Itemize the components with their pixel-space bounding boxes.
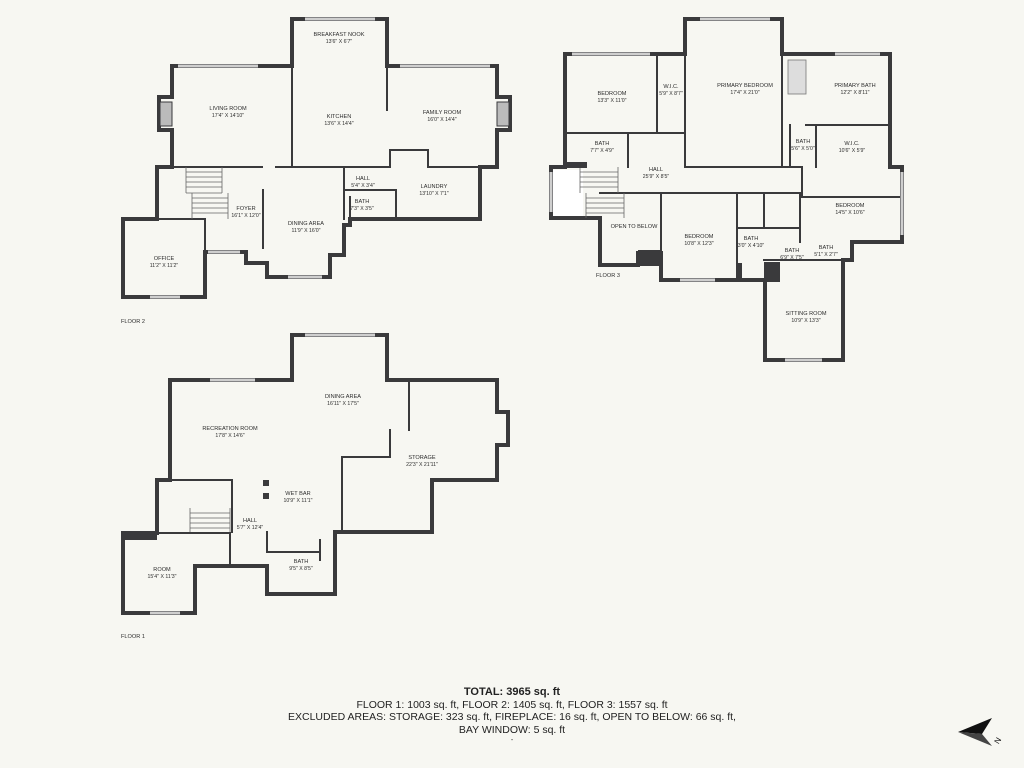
room-name-open-to-below: OPEN TO BELOW [611, 224, 658, 230]
room-dimensions: 14'5" X 10'6" [835, 210, 864, 216]
compass-label: N [993, 736, 1004, 746]
floor-label-2: FLOOR 2 [121, 319, 145, 325]
room-dimensions: 10'8" X 12'3" [684, 241, 713, 247]
summary-footnote: - [510, 737, 514, 744]
room-name-breakfast-nook: BREAKFAST NOOK [314, 32, 365, 38]
room-dimensions: 17'8" X 14'6" [215, 433, 244, 439]
room-dimensions: 13'6" X 6'7" [326, 39, 353, 45]
room-dimensions: 10'6" X 5'9" [839, 148, 866, 154]
room-dimensions: 13'10" X 7'1" [419, 191, 448, 197]
room-dimensions: 15'4" X 11'3" [148, 574, 177, 580]
room-name-recreation-room: RECREATION ROOM [202, 426, 258, 432]
area-summary: TOTAL: 3965 sq. ft FLOOR 1: 1003 sq. ft,… [250, 686, 774, 745]
room-name-family-room: FAMILY ROOM [423, 110, 462, 116]
room-name-kitchen: KITCHEN [327, 114, 352, 120]
room-name-bedroom: BEDROOM [598, 91, 627, 97]
room-dimensions: 16'1" X 12'0" [231, 213, 260, 219]
room-dimensions: 5'6" X 5'0" [791, 146, 815, 152]
room-name-primary-bedroom: PRIMARY BEDROOM [717, 83, 773, 89]
room-name-dining-area: DINING AREA [288, 221, 324, 227]
floor-1-plan [121, 333, 510, 615]
room-dimensions: 16'11" X 17'5" [327, 401, 359, 407]
room-name-hall: HALL [649, 167, 663, 173]
room-dimensions: 10'9" X 11'1" [284, 498, 313, 504]
room-name-sitting-room: SITTING ROOM [785, 311, 826, 317]
room-dimensions: 5'7" X 12'4" [237, 525, 264, 531]
room-dimensions: 11'2" X 11'2" [150, 263, 179, 269]
room-name-foyer: FOYER [236, 206, 255, 212]
room-name-office: OFFICE [154, 256, 175, 262]
north-arrow-icon: N [958, 718, 1004, 746]
room-dimensions: 9'5" X 8'5" [289, 566, 313, 572]
floor-2-plan [121, 17, 512, 299]
room-name-bedroom: BEDROOM [836, 203, 865, 209]
room-name-wet-bar: WET BAR [285, 491, 310, 497]
room-name-bath: BATH [595, 141, 610, 147]
room-name-bath: BATH [785, 248, 800, 254]
room-name-room: ROOM [153, 567, 171, 573]
room-name-laundry: LAUNDRY [421, 184, 448, 190]
room-dimensions: 5'9" X 8'7" [659, 91, 683, 97]
room-name-w-i-c: W.I.C. [844, 141, 860, 147]
room-name-w-i-c: W.I.C. [663, 84, 679, 90]
room-name-hall: HALL [243, 518, 257, 524]
floor-label-1: FLOOR 1 [121, 634, 145, 640]
room-name-primary-bath: PRIMARY BATH [834, 83, 875, 89]
room-dimensions: 6'9" X 7'5" [780, 255, 804, 261]
room-dimensions: 7'7" X 4'9" [590, 148, 614, 154]
room-name-dining-area: DINING AREA [325, 394, 361, 400]
total-area: TOTAL: 3965 sq. ft [463, 686, 561, 698]
excluded-areas: EXCLUDED AREAS: STORAGE: 323 sq. ft, FIR… [288, 711, 736, 723]
room-dimensions: 17'4" X 21'0" [730, 90, 759, 96]
room-name-bath: BATH [796, 139, 811, 145]
room-dimensions: 22'3" X 21'11" [406, 462, 438, 468]
room-dimensions: 3'0" X 4'10" [738, 243, 765, 249]
room-dimensions: 16'0" X 14'4" [427, 117, 456, 123]
room-name-bath: BATH [294, 559, 309, 565]
room-dimensions: 5'1" X 2'7" [814, 252, 838, 258]
room-name-bath: BATH [819, 245, 834, 251]
room-dimensions: 25'9" X 8'5" [643, 174, 670, 180]
floor-label-3: FLOOR 3 [596, 273, 620, 279]
room-dimensions: 11'9" X 16'0" [292, 228, 321, 234]
floor-areas: FLOOR 1: 1003 sq. ft, FLOOR 2: 1405 sq. … [356, 698, 668, 711]
room-dimensions: 12'2" X 8'11" [841, 90, 870, 96]
room-name-hall: HALL [356, 176, 370, 182]
room-dimensions: 5'4" X 3'4" [351, 183, 375, 189]
room-dimensions: 7'3" X 3'5" [350, 206, 374, 212]
room-name-bedroom: BEDROOM [685, 234, 714, 240]
room-dimensions: 10'9" X 13'3" [791, 318, 820, 324]
room-name-bath: BATH [744, 236, 759, 242]
room-name-storage: STORAGE [408, 455, 436, 461]
room-dimensions: 13'3" X 11'0" [598, 98, 627, 104]
room-dimensions: 13'6" X 14'4" [324, 121, 353, 127]
room-name-living-room: LIVING ROOM [209, 106, 247, 112]
excluded-areas-cont: BAY WINDOW: 5 sq. ft [458, 723, 566, 736]
floor-3-plan [549, 17, 904, 362]
room-dimensions: 17'4" X 14'10" [212, 113, 244, 119]
room-name-bath: BATH [355, 199, 370, 205]
